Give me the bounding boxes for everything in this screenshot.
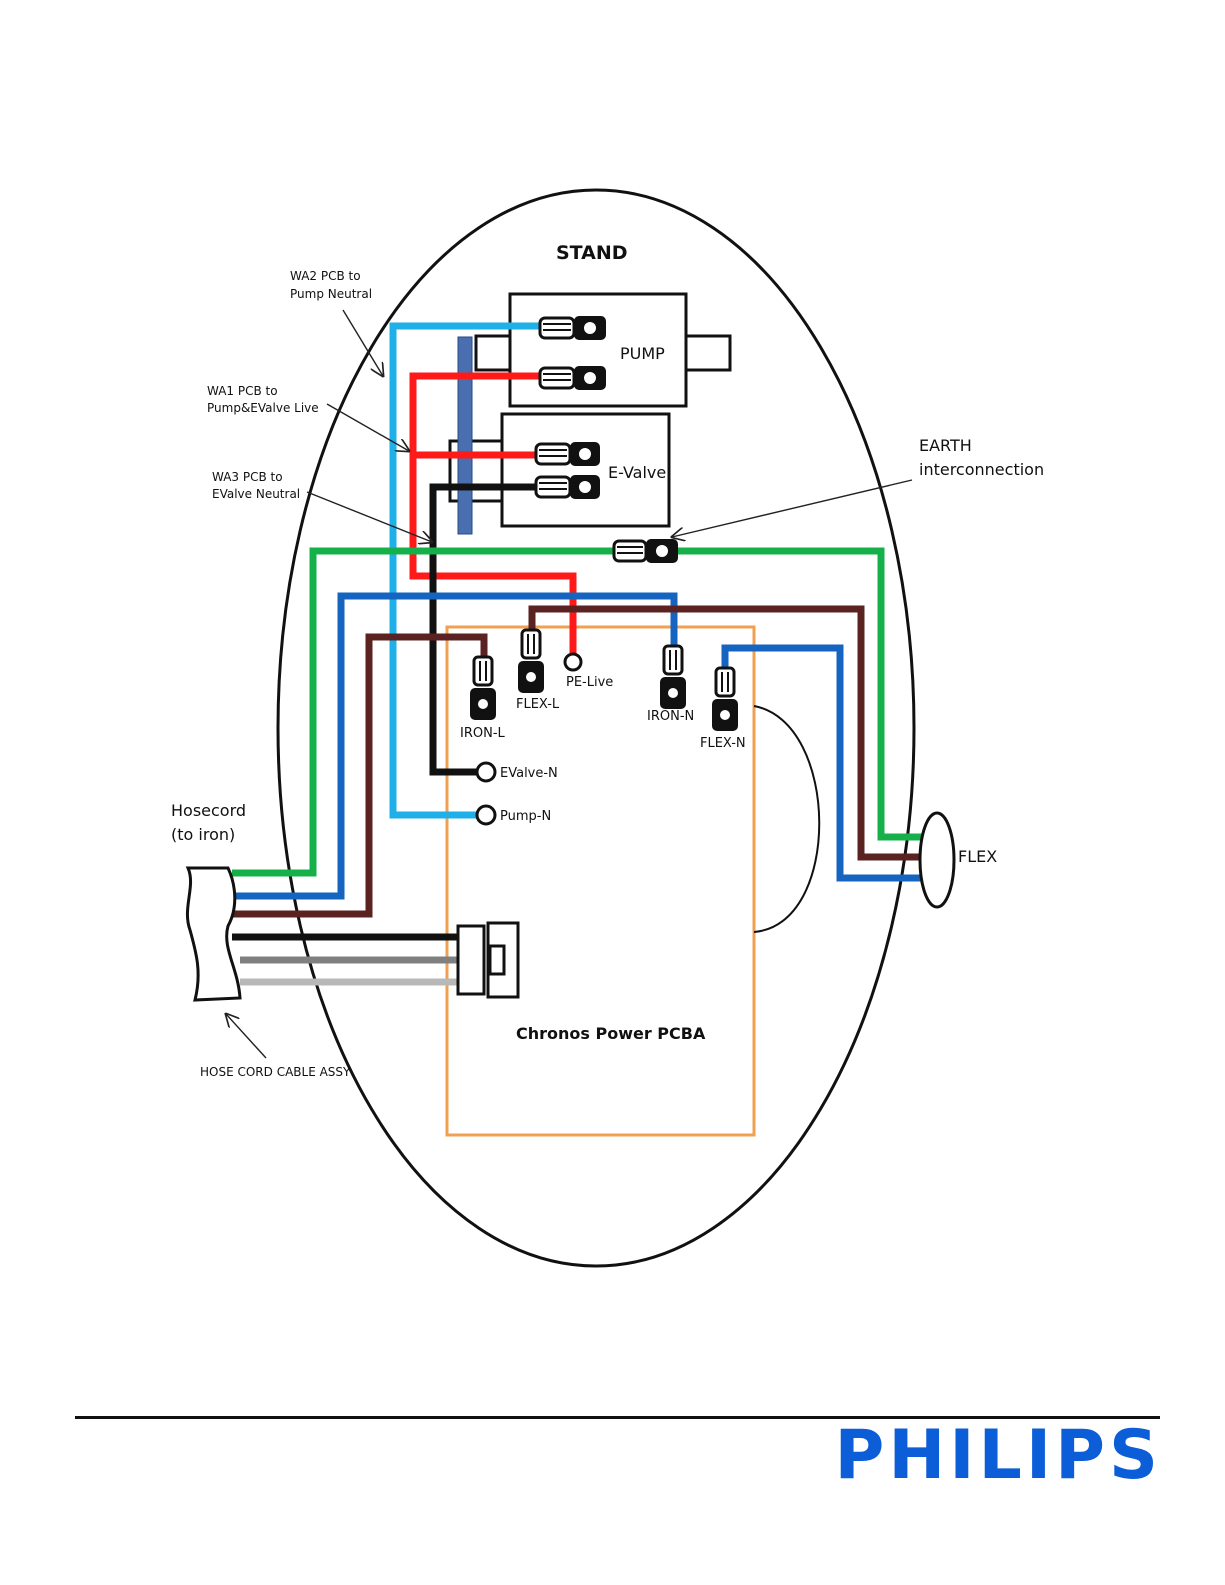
iron-n-terminal (660, 646, 686, 709)
stand-title: STAND (556, 242, 628, 264)
pump-outlet (686, 336, 730, 370)
pe-live-label: PE-Live (566, 675, 613, 690)
wa2-pointer-arrow (343, 310, 383, 376)
wire-earth-flex (678, 551, 922, 837)
evalve-neutral-connector (536, 475, 600, 499)
pump-neutral-connector (540, 316, 606, 340)
flex-cable-arc (754, 706, 819, 932)
wa2-label-line1: WA2 PCB to (290, 269, 361, 283)
wire-iron-neutral (232, 596, 674, 896)
wa1-pointer-arrow (327, 404, 409, 451)
pe-live-terminal (565, 654, 581, 670)
pcba-label: Chronos Power PCBA (516, 1024, 706, 1043)
flex-label: FLEX (958, 847, 997, 866)
hosecord-label-line2: (to iron) (171, 825, 235, 844)
evalve-n-terminal (477, 763, 495, 781)
pump-n-terminal (477, 806, 495, 824)
pump-n-label: Pump-N (500, 809, 551, 824)
evalve-label: E-Valve (608, 463, 666, 482)
flex-n-terminal (712, 668, 738, 731)
mounting-bar (458, 337, 472, 534)
evalve-n-label: EValve-N (500, 766, 558, 781)
wa3-label-line2: EValve Neutral (212, 487, 300, 501)
hose-assy-pointer-arrow (226, 1014, 266, 1058)
wa2-label-line2: Pump Neutral (290, 287, 372, 301)
philips-logo: PHILIPS (822, 1418, 1162, 1494)
wa1-label-line1: WA1 PCB to (207, 384, 278, 398)
earth-label-line2: interconnection (919, 460, 1044, 479)
iron-n-label: IRON-N (647, 709, 694, 724)
earth-connector (614, 539, 678, 563)
pump-label: PUMP (620, 344, 665, 363)
wa3-label-line1: WA3 PCB to (212, 470, 283, 484)
pump-live-connector (540, 366, 606, 390)
hose-assy-label: HOSE CORD CABLE ASSY (200, 1065, 351, 1079)
hose-plug-connector (458, 923, 518, 997)
pump-inlet (476, 336, 510, 370)
flex-l-terminal (518, 630, 544, 693)
flex-n-label: FLEX-N (700, 736, 746, 751)
evalve-live-connector (536, 442, 600, 466)
iron-l-label: IRON-L (460, 726, 506, 741)
earth-label-line1: EARTH (919, 436, 972, 455)
flex-plug (920, 813, 954, 907)
hosecord-label-line1: Hosecord (171, 801, 246, 820)
earth-pointer-arrow (672, 480, 912, 537)
flex-l-label: FLEX-L (516, 697, 560, 712)
iron-l-terminal (470, 657, 496, 720)
wa1-label-line2: Pump&EValve Live (207, 401, 319, 415)
